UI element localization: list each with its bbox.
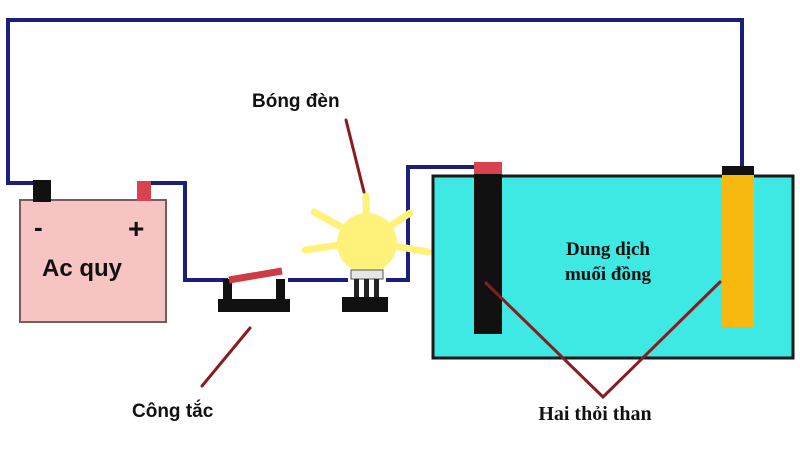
battery-plus-sign: + [128, 213, 144, 244]
left-electrode-cap [474, 162, 502, 174]
wire-battery-to-switch [147, 181, 228, 282]
pointer-switch [200, 326, 252, 388]
switch-right-post [276, 279, 285, 301]
circuit-wires [6, 18, 744, 282]
right-carbon-electrode [722, 172, 754, 327]
switch-base [218, 299, 290, 312]
wire-top-loop [6, 18, 744, 185]
bulb-glow [337, 213, 397, 273]
electrolysis-tank: Dung dịch muối đồng [431, 162, 795, 360]
wire-bulb-to-tank [386, 165, 474, 282]
battery-minus-sign: - [34, 212, 43, 242]
bulb-label: Bóng đèn [252, 91, 340, 112]
pointer-bulb [344, 118, 366, 194]
switch-lever [228, 267, 283, 284]
bulb-neck [350, 269, 384, 280]
electrodes-label: Hai thỏi than [538, 403, 651, 425]
switch-left-post [223, 279, 232, 301]
pointer-lines [200, 118, 722, 400]
pointer-electrodes [484, 280, 722, 400]
battery-negative-terminal [33, 180, 51, 202]
bulb-pin-mid [364, 279, 369, 299]
bulb-pin-left [354, 279, 359, 299]
battery-label: Ac quy [42, 255, 123, 282]
solution-label-line2: muối đồng [565, 264, 652, 285]
battery: - + Ac quy [19, 180, 167, 323]
left-carbon-electrode [474, 170, 502, 334]
light-bulb-icon [301, 192, 432, 312]
solution-label-line1: Dung dịch [566, 239, 650, 260]
battery-positive-terminal [137, 181, 151, 201]
battery-body [19, 199, 167, 323]
bulb-pin-right [374, 279, 379, 299]
switch-label: Công tắc [132, 400, 214, 422]
bulb-base [342, 297, 388, 312]
right-electrode-cap [722, 166, 754, 175]
switch-icon [218, 267, 290, 312]
